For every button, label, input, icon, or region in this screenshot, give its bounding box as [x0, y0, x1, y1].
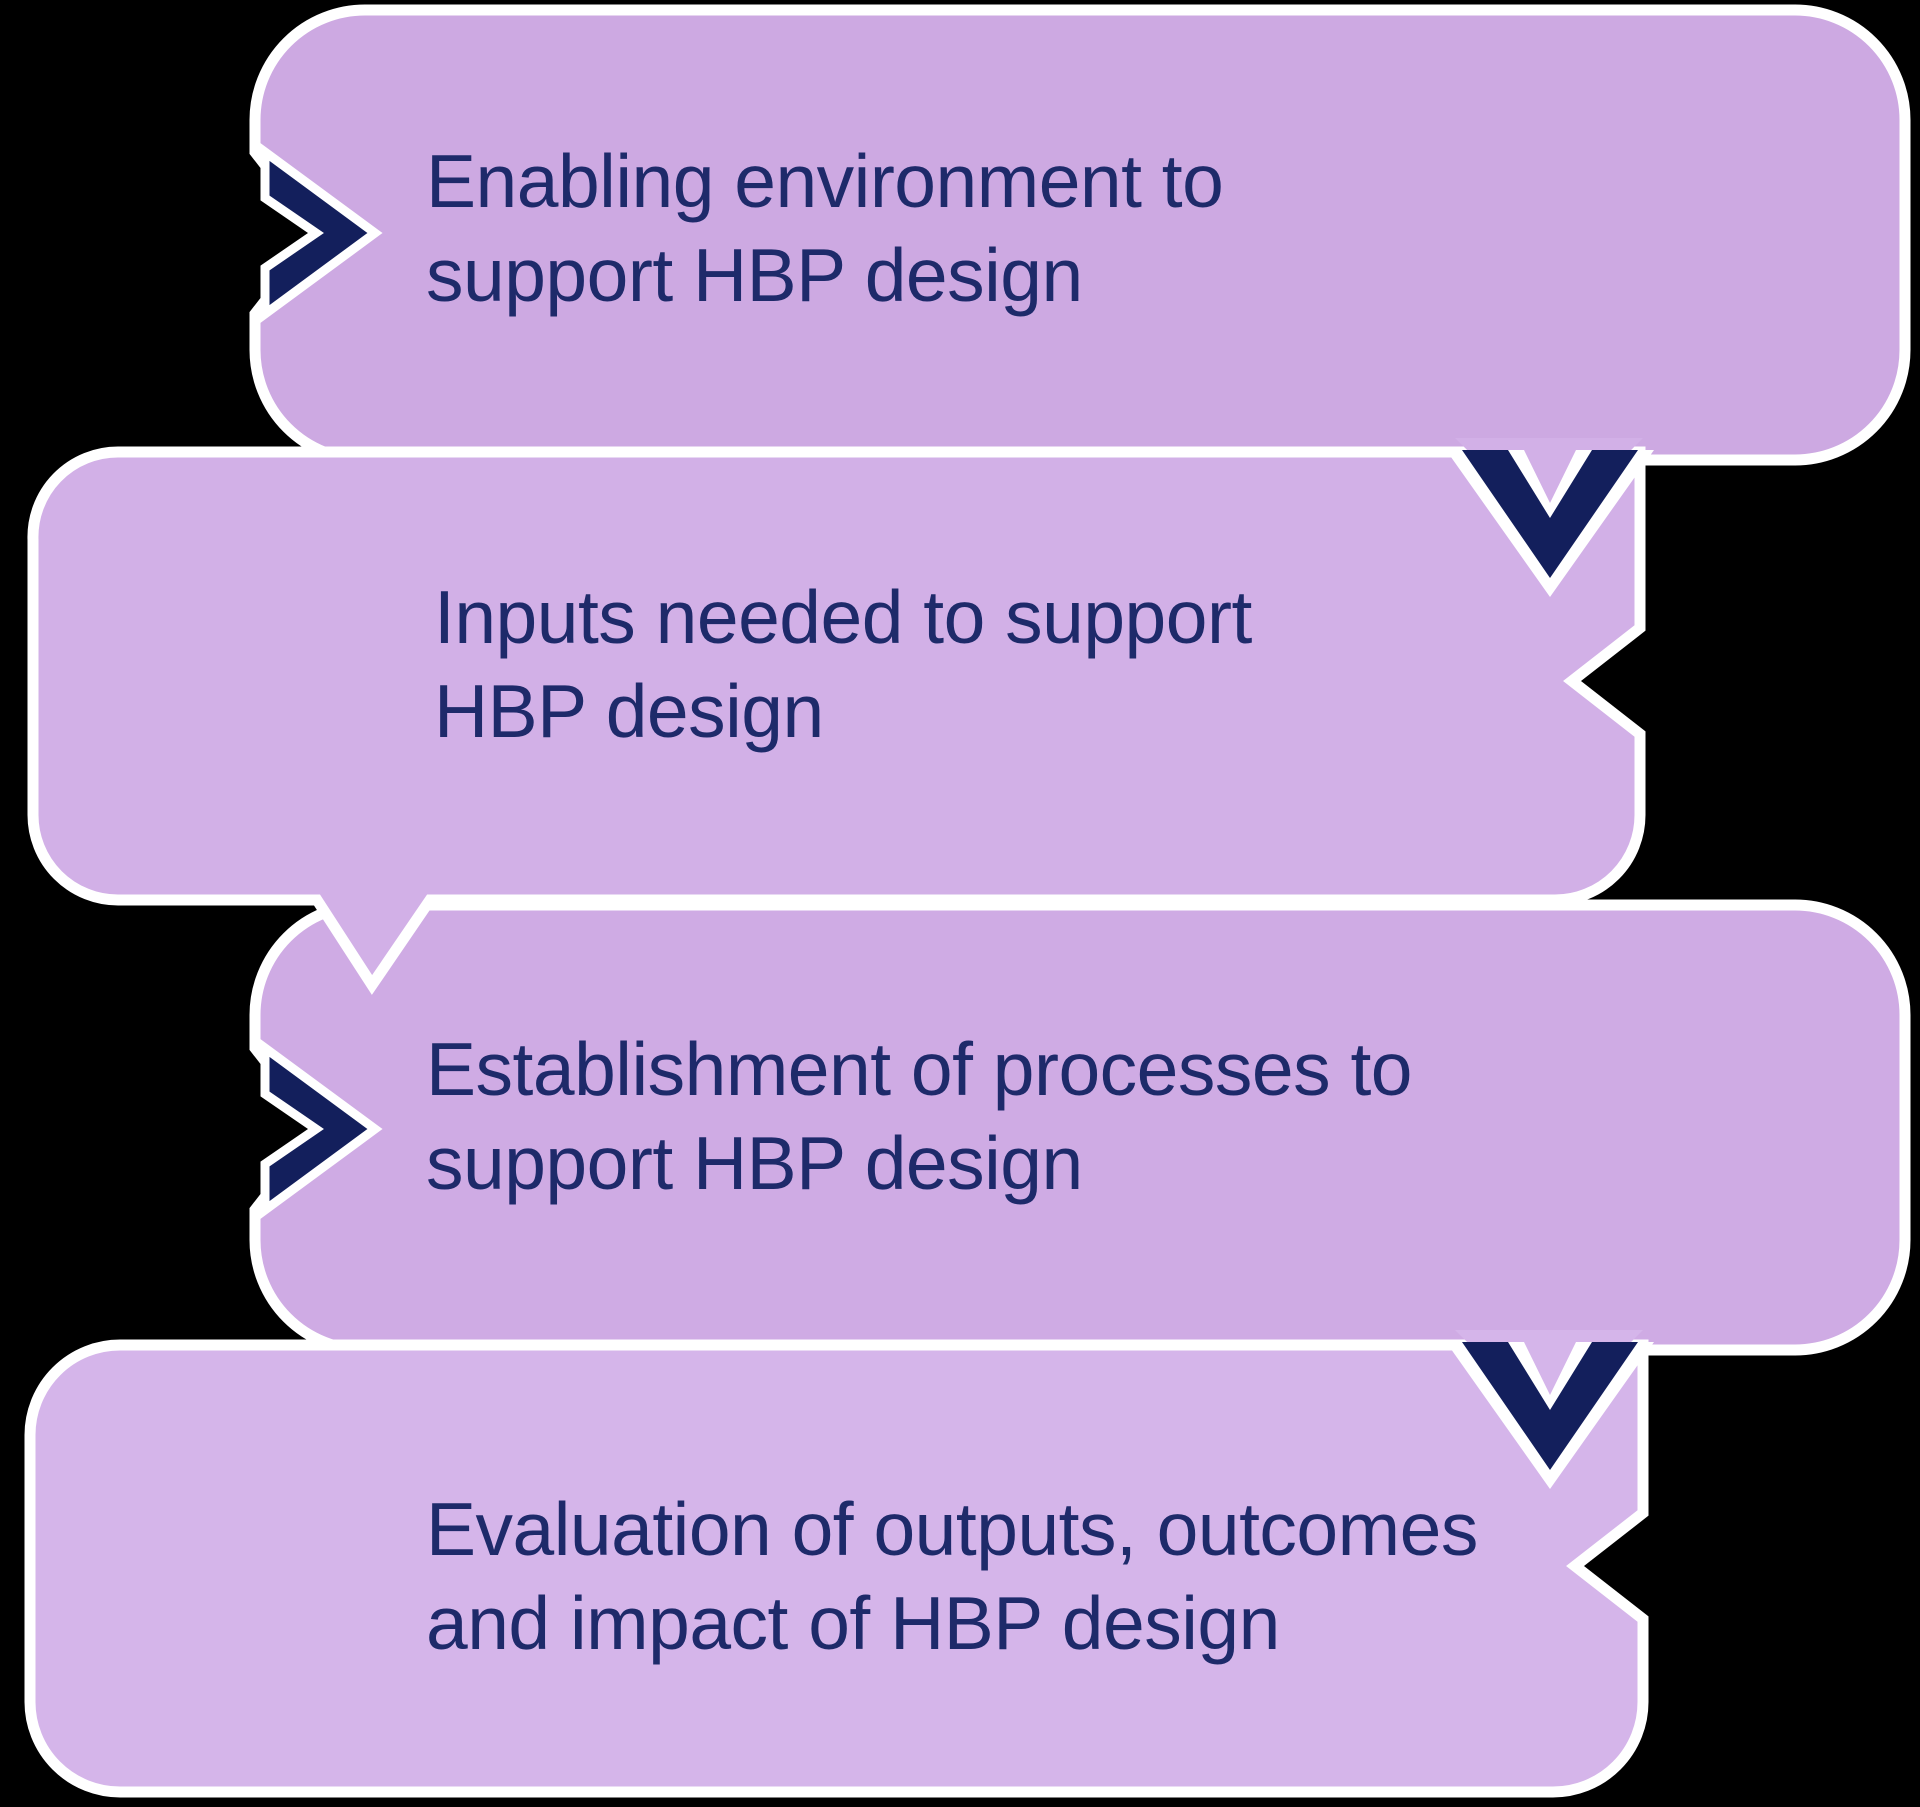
step-4-box	[24, 1339, 1649, 1798]
text-line: support HBP design	[426, 233, 1083, 317]
chevron-down-icon	[1462, 450, 1638, 578]
step-1-label: Enabling environment to support HBP desi…	[426, 134, 1224, 322]
text-line: Establishment of processes to	[426, 1027, 1413, 1111]
step-2-label: Inputs needed to support HBP design	[434, 570, 1252, 758]
step-3-label: Establishment of processes to support HB…	[426, 1022, 1413, 1210]
step-2-box	[27, 446, 1646, 995]
text-line: Inputs needed to support	[434, 575, 1252, 659]
chevron-right-icon	[260, 1039, 383, 1219]
chevron-right-icon	[260, 143, 383, 323]
step-4-label: Evaluation of outputs, outcomes and impa…	[426, 1482, 1478, 1670]
text-line: Enabling environment to	[426, 139, 1224, 223]
text-line: HBP design	[434, 669, 824, 753]
text-line: and impact of HBP design	[426, 1581, 1280, 1665]
text-line: support HBP design	[426, 1121, 1083, 1205]
text-line: Evaluation of outputs, outcomes	[426, 1487, 1478, 1571]
chevron-down-icon	[1462, 1342, 1638, 1470]
